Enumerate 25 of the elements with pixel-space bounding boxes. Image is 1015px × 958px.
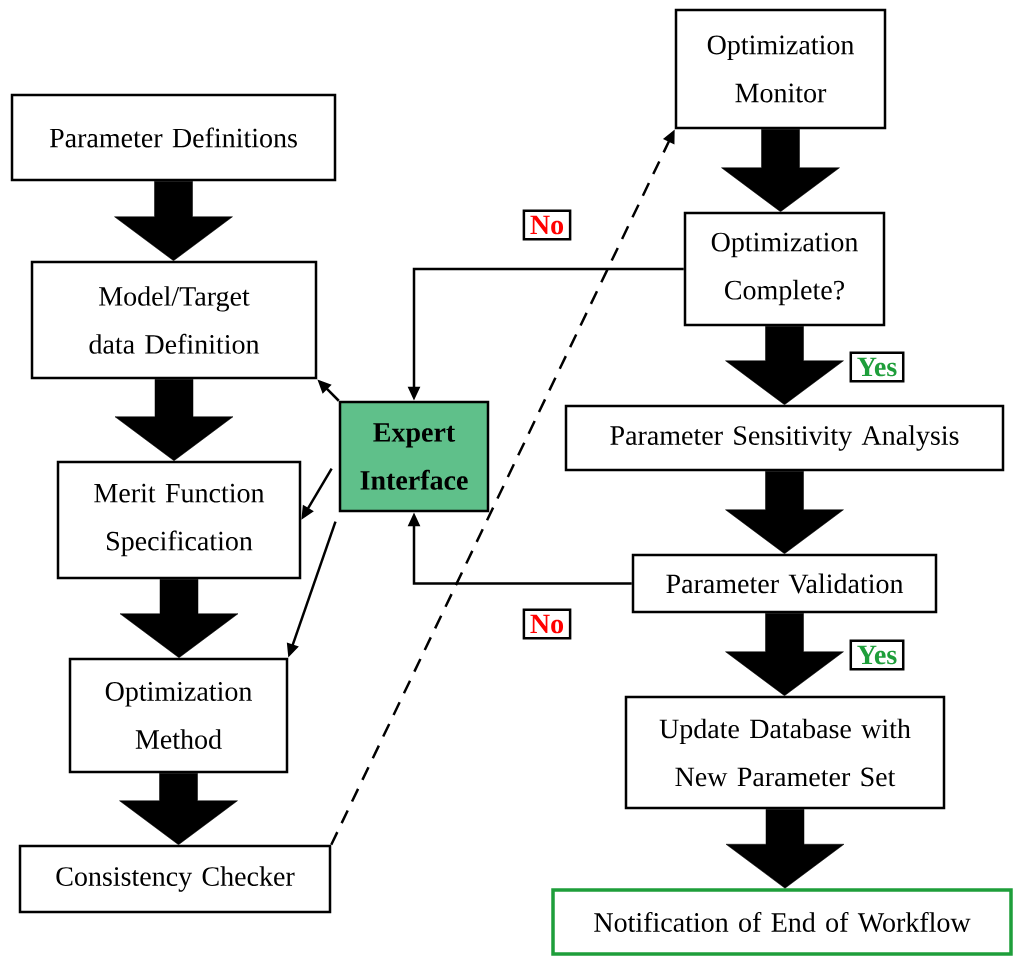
decision-box: Optimization Complete? <box>683 211 886 327</box>
edge-label: No <box>522 608 572 640</box>
edge-label: No <box>522 209 572 241</box>
process-box: Parameter Sensitivity Analysis <box>564 404 1005 472</box>
block-arrow <box>725 326 844 405</box>
process-box: Merit Function Specification <box>56 460 302 580</box>
block-arrow <box>119 773 238 845</box>
process-box: Model/Target data Definition <box>30 260 318 380</box>
process-box: Notification of End of Workflow <box>551 888 1013 956</box>
edge-label: Yes <box>849 351 905 383</box>
process-box: Consistency Checker <box>18 844 332 914</box>
edge-label: Yes <box>849 639 905 671</box>
interface-box: Expert Interface <box>338 400 490 513</box>
block-arrow <box>721 129 840 212</box>
block-arrow <box>725 471 844 554</box>
process-box: Parameter Validation <box>631 553 938 614</box>
process-box: Parameter Definitions <box>10 93 337 182</box>
process-box: Update Database with New Parameter Set <box>624 695 946 810</box>
block-arrow <box>119 579 239 658</box>
process-box: Optimization Monitor <box>674 8 887 130</box>
block-arrow <box>114 181 233 261</box>
block-arrow <box>725 809 845 889</box>
block-arrow <box>725 613 844 696</box>
process-box: Optimization Method <box>68 657 289 774</box>
block-arrow <box>114 379 234 461</box>
